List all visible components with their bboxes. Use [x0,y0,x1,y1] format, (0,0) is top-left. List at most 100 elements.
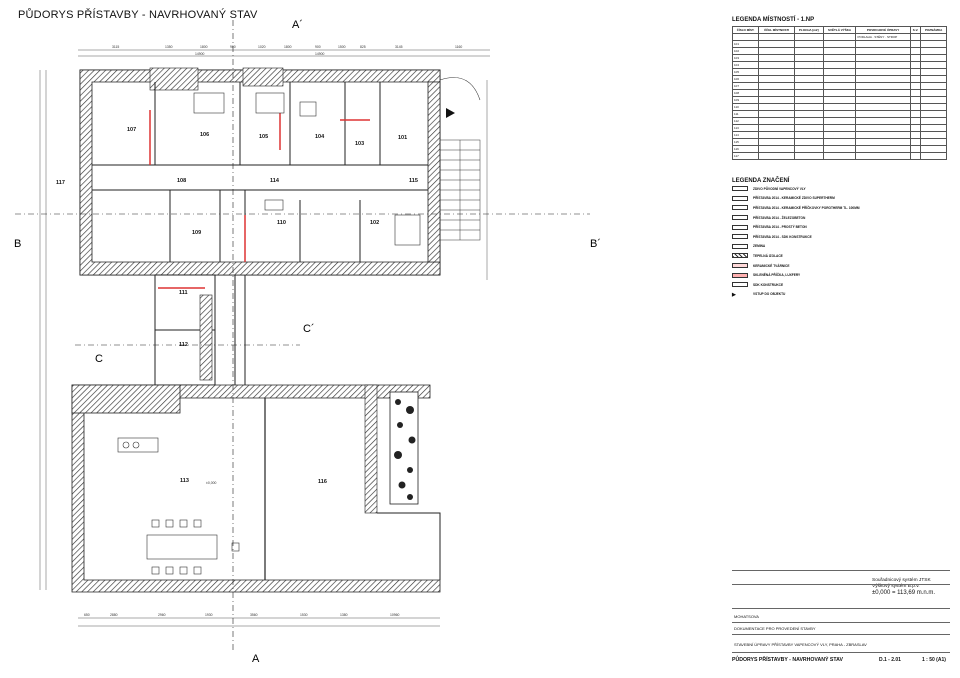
legend-label: ZEMINA [753,244,766,249]
room-table-cell [793,82,824,90]
room-label-106: 106 [200,132,209,138]
legend-swatch [732,215,748,221]
room-table-cell [920,47,947,55]
room-table-cell [920,152,947,160]
room-table-cell [909,103,922,111]
room-table-row: 107 [731,82,947,90]
dim-bottom-6: 1530 [300,613,308,617]
room-table-row: 113 [731,124,947,132]
room-table-cell [920,103,947,111]
dim-top-7: 900 [315,45,321,49]
legend-item: TEPELNÁ IZOLACE [732,251,947,261]
floor-plan: A A´ B B´ C C´ 101 102 103 104 105 106 1… [14,19,601,665]
legend-label: PŘÍSTAVBA 2014 - KERAMICKÉ ZDIVO SUPERTH… [753,196,835,201]
section-mark-b-prime: B´ [590,238,601,250]
room-table-row: 108 [731,89,947,97]
room-table-cell [855,138,911,146]
room-table-cell [909,131,922,139]
legend-label: SKLENĚNÁ PŘÍČKA, LUXFERY [753,273,801,278]
room-table-cell [855,145,911,153]
room-table-cell [920,131,947,139]
room-table-cell [920,96,947,104]
legend-item: PŘÍSTAVBA 2014 - KERAMICKÉ PŘÍČKOVKY POR… [732,203,947,213]
room-table-cell [855,61,911,69]
room-table-cell [793,103,824,111]
room-number-cell: 114 [731,131,760,139]
room-number-cell: 117 [731,152,760,160]
legend-item: ZDIVO PŮVODNÍ VAPENCOVÝ VLY [732,184,947,194]
legend-swatch: ▶ [732,291,748,298]
room-label-109: 109 [192,230,201,236]
dim-bottom-5: 3560 [250,613,258,617]
room-label-103: 103 [355,141,364,147]
room-label-117: 117 [56,180,65,186]
room-table-header: POVRCHOVÉ ÚPRAVY [855,26,911,34]
dim-mid-1: 14900 [195,52,205,56]
dim-top-3: 1800 [200,45,208,49]
section-mark-b: B [14,238,21,250]
legend-label: VSTUP DO OBJEKTU [753,292,786,297]
room-table-cell [822,103,857,111]
original-walls [79,67,441,276]
room-label-105: 105 [259,134,268,140]
room-table-cell [793,131,824,139]
title-block-drawing-number: D.1 - 2.01 [879,657,901,663]
room-table-cell [920,82,947,90]
room-table-row: 114 [731,131,947,139]
legend-label: SDK KONSTRUKCE [753,282,784,287]
dim-mid-2: 14900 [315,52,325,56]
room-table-cell [909,124,922,132]
room-table-cell [758,47,795,55]
room-table-cell [793,75,824,83]
room-table-cell [909,75,922,83]
room-table-cell [793,54,824,62]
room-table-cell [855,40,911,48]
room-table-cell [855,68,911,76]
room-table-cell [822,96,857,104]
room-table-cell [909,47,922,55]
room-table-cell [855,117,911,125]
room-number-cell: 104 [731,61,760,69]
room-table-cell [909,110,922,118]
room-table-cell [758,152,795,160]
room-table-cell [793,61,824,69]
dim-top-5: 1020 [258,45,266,49]
room-table-cell [920,124,947,132]
dim-top-4: 900 [230,45,236,49]
room-table-row: 109 [731,96,947,104]
legend-label: PŘÍSTAVBA 2014 - KERAMICKÉ PŘÍČKOVKY POR… [753,205,860,210]
room-table-cell [758,68,795,76]
legend-item: PŘÍSTAVBA 2014 - KERAMICKÉ ZDIVO SUPERTH… [732,194,947,204]
room-table-cell [758,61,795,69]
extension-walls [71,384,441,593]
room-table-cell [920,138,947,146]
legend-label: ZDIVO PŮVODNÍ VAPENCOVÝ VLY [753,186,806,191]
room-number-cell: 102 [731,47,760,55]
legend-item: KERAMICKÉ TVÁRNICE [732,261,947,271]
room-number-cell: 107 [731,82,760,90]
room-table-row: 112 [731,117,947,125]
marks-legend-list: ZDIVO PŮVODNÍ VAPENCOVÝ VLY PŘÍSTAVBA 201… [732,184,947,299]
room-number-cell: 110 [731,103,760,111]
room-label-112: 112 [179,342,188,348]
room-table-cell [758,110,795,118]
room-table-cell [855,131,911,139]
dim-bottom-7: 1380 [340,613,348,617]
room-table-cell [793,117,824,125]
room-table-cell [855,54,911,62]
room-table-row: 104 [731,61,947,69]
room-table-cell [822,61,857,69]
page-title: PŮDORYS PŘÍSTAVBY - NAVRHOVANÝ STAV [18,9,258,21]
legend-swatch [732,282,748,288]
legend-swatch [732,195,748,201]
legend-swatch [732,224,748,230]
elevation-line-1: Souřadnicový systém JTSK [872,578,931,583]
room-table-cell [822,54,857,62]
title-block: MOHATSOVA DOKUMENTACE PRO PROVEDENÍ STAV… [732,570,950,668]
legend-item: PŘÍSTAVBA 2014 - PROSTÝ BETON [732,222,947,232]
room-table-row: 101 [731,40,947,48]
section-mark-c: C [95,353,103,365]
room-table-cell [855,152,911,160]
room-table-cell [909,117,922,125]
room-table-cell [822,82,857,90]
